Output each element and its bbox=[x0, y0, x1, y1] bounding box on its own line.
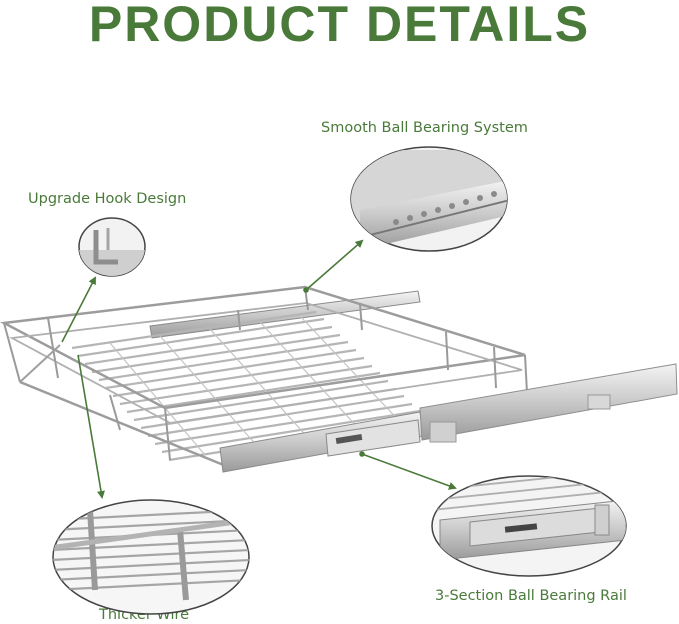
detail-3-section-rail bbox=[431, 475, 627, 577]
detail-bearing-system bbox=[350, 146, 508, 252]
wire-basket bbox=[0, 285, 678, 473]
arrow-rail bbox=[361, 453, 457, 490]
extended-rail bbox=[419, 363, 678, 441]
detail-hook-design bbox=[78, 217, 146, 277]
page-title: PRODUCT DETAILS bbox=[88, 0, 591, 52]
label-upgrade-hook-design: Upgrade Hook Design bbox=[28, 191, 187, 207]
arrow-wire bbox=[77, 354, 105, 499]
arrow-bearing bbox=[305, 239, 364, 291]
detail-thicker-wire bbox=[52, 499, 250, 615]
label-3-section-ball-bearing-rail: 3-Section Ball Bearing Rail bbox=[435, 588, 627, 604]
arrow-hook bbox=[61, 276, 96, 343]
callout-arrows bbox=[61, 239, 457, 499]
label-smooth-ball-bearing-system: Smooth Ball Bearing System bbox=[321, 120, 528, 136]
